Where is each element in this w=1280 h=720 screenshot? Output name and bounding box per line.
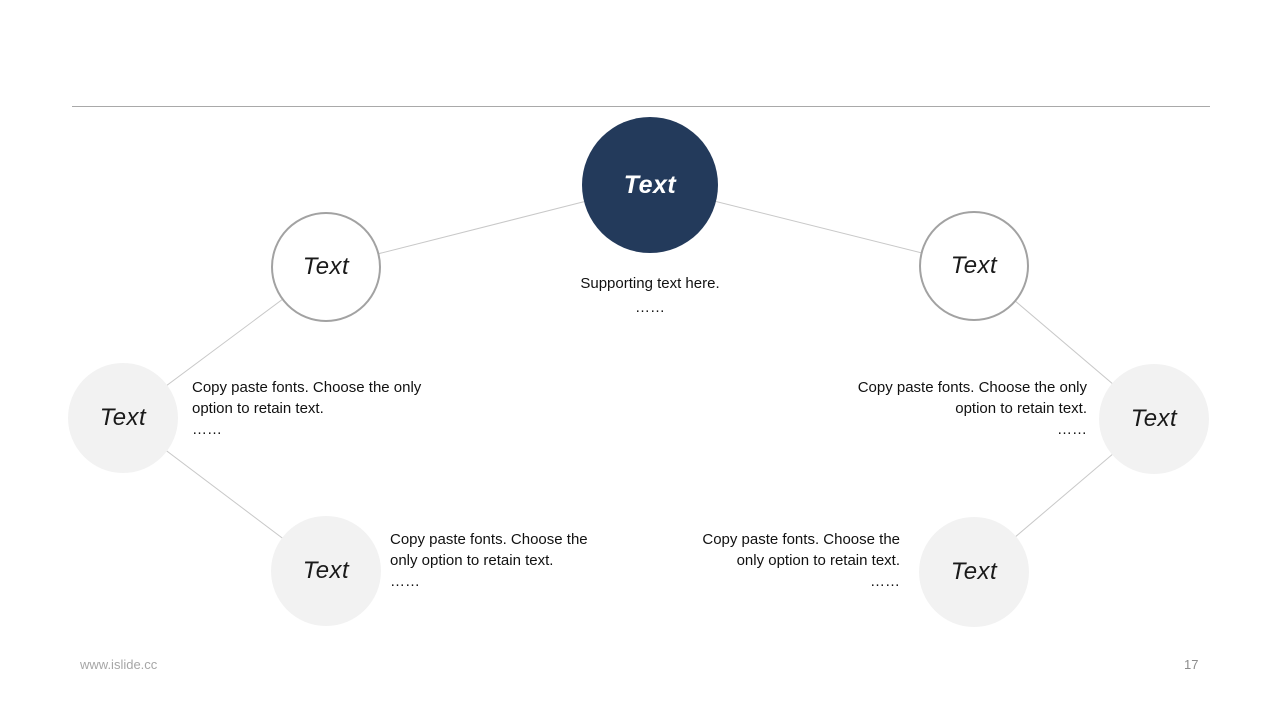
note-right-mid-line2: option to retain text.	[955, 400, 1087, 417]
node-label-left-outer: Text	[99, 404, 147, 431]
note-right-bottom-line2: only option to retain text.	[736, 552, 900, 569]
node-label-right-outer: Text	[1130, 405, 1178, 432]
node-circle-left-outer: Text	[68, 363, 178, 473]
note-right-bottom-line3: ……	[870, 573, 900, 590]
node-label-right-upper: Text	[950, 252, 998, 279]
node-label-left-upper: Text	[302, 253, 350, 280]
node-circle-right-upper: Text	[919, 211, 1029, 321]
note-left-bottom-line2: only option to retain text.	[390, 552, 554, 569]
node-circle-left-lower: Text	[271, 516, 381, 626]
note-left-bottom-line3: ……	[390, 573, 420, 590]
node-circle-center: Text	[582, 117, 718, 253]
note-left-mid: Copy paste fonts. Choose the only option…	[192, 377, 421, 440]
note-right-mid-line3: ……	[1057, 421, 1087, 438]
node-label-left-lower: Text	[302, 557, 350, 584]
center-caption: Supporting text here. ……	[500, 272, 800, 320]
note-right-mid: Copy paste fonts. Choose the only option…	[858, 377, 1087, 440]
node-label-right-lower: Text	[950, 558, 998, 585]
note-left-mid-line1: Copy paste fonts. Choose the only	[192, 379, 422, 396]
note-left-mid-line3: ……	[192, 421, 222, 438]
note-right-mid-line1: Copy paste fonts. Choose the only	[857, 379, 1087, 396]
center-caption-line2: ……	[635, 299, 665, 316]
top-divider-line	[72, 106, 1210, 107]
page-number: 17	[1184, 657, 1199, 672]
node-circle-left-upper: Text	[271, 212, 381, 322]
node-circle-right-outer: Text	[1099, 364, 1209, 474]
footer-website-link[interactable]: www.islide.cc	[80, 657, 158, 672]
center-caption-line1: Supporting text here.	[580, 275, 720, 292]
note-left-bottom: Copy paste fonts. Choose the only option…	[390, 529, 588, 592]
note-left-mid-line2: option to retain text.	[192, 400, 324, 417]
node-label-center: Text	[623, 170, 677, 199]
node-circle-right-lower: Text	[919, 517, 1029, 627]
note-right-bottom: Copy paste fonts. Choose the only option…	[702, 529, 900, 592]
note-left-bottom-line1: Copy paste fonts. Choose the	[390, 531, 588, 548]
note-right-bottom-line1: Copy paste fonts. Choose the	[702, 531, 900, 548]
